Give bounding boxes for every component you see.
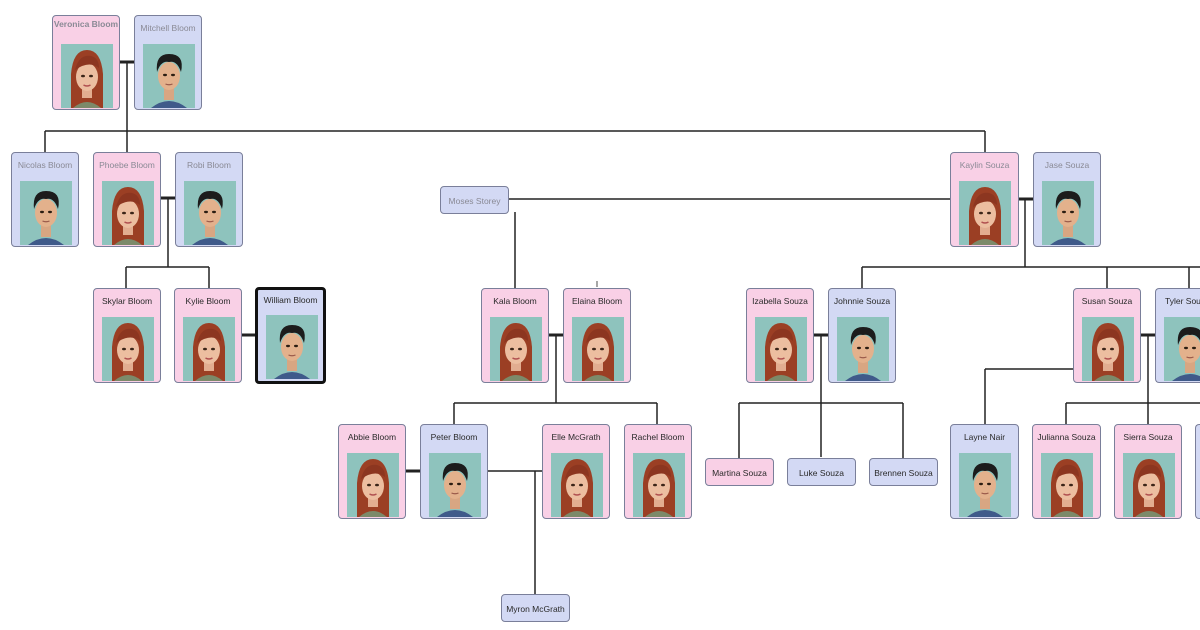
person-card-elaina-bloom[interactable]: Elaina Bloom <box>563 288 631 383</box>
male-avatar-icon <box>429 453 481 517</box>
person-name: Abbie Bloom <box>347 432 397 442</box>
person-card-martina-souza[interactable]: Martina Souza <box>705 458 774 486</box>
person-name: Tyler Sou <box>1165 296 1200 306</box>
person-name: Peter Bloom <box>430 432 478 442</box>
person-card-luke-souza[interactable]: Luke Souza <box>787 458 856 486</box>
person-card-moses-storey[interactable]: Moses Storey <box>440 186 509 214</box>
person-card-peter-bloom[interactable]: Peter Bloom <box>420 424 488 519</box>
male-avatar-icon <box>20 181 72 245</box>
person-name: Kala Bloom <box>493 296 537 306</box>
person-name: Skylar Bloom <box>101 296 153 306</box>
person-card-susan-souza[interactable]: Susan Souza <box>1073 288 1141 383</box>
female-avatar-icon <box>1041 453 1093 517</box>
person-name: Johnnie Souza <box>833 296 891 306</box>
female-avatar-icon <box>61 44 113 108</box>
female-avatar-icon <box>347 453 399 517</box>
female-avatar-icon <box>572 317 624 381</box>
person-card-izabella-souza[interactable]: Izabella Souza <box>746 288 814 383</box>
person-card-offscreen[interactable] <box>1195 424 1200 519</box>
male-avatar-icon <box>837 317 889 381</box>
person-card-phoebe-bloom[interactable]: Phoebe Bloom <box>93 152 161 247</box>
person-name: Veronica Bloom <box>53 19 119 29</box>
person-card-rachel-bloom[interactable]: Rachel Bloom <box>624 424 692 519</box>
female-avatar-icon <box>1123 453 1175 517</box>
person-card-mitchell-bloom[interactable]: Mitchell Bloom <box>134 15 202 110</box>
person-card-veronica-bloom[interactable]: Veronica Bloom <box>52 15 120 110</box>
person-card-robi-bloom[interactable]: Robi Bloom <box>175 152 243 247</box>
female-avatar-icon <box>755 317 807 381</box>
female-avatar-icon <box>183 317 235 381</box>
person-card-julianna-souza[interactable]: Julianna Souza <box>1032 424 1101 519</box>
person-card-kala-bloom[interactable]: Kala Bloom <box>481 288 549 383</box>
person-name: Mitchell Bloom <box>140 23 196 33</box>
person-name: Izabella Souza <box>752 296 808 306</box>
female-avatar-icon <box>551 453 603 517</box>
person-card-tyler-souza[interactable]: Tyler Sou <box>1155 288 1200 383</box>
person-name: Rachel Bloom <box>631 432 685 442</box>
person-name: William Bloom <box>263 295 318 305</box>
female-avatar-icon <box>633 453 685 517</box>
female-avatar-icon <box>102 181 154 245</box>
person-name: Martina Souza <box>712 468 767 478</box>
person-name: Julianna Souza <box>1037 432 1096 442</box>
person-name: Brennen Souza <box>874 468 933 478</box>
person-card-johnnie-souza[interactable]: Johnnie Souza <box>828 288 896 383</box>
female-avatar-icon <box>959 181 1011 245</box>
male-avatar-icon <box>1164 317 1200 381</box>
person-name: Luke Souza <box>799 468 844 478</box>
female-avatar-icon <box>1082 317 1134 381</box>
person-name: Myron McGrath <box>506 604 565 614</box>
person-card-brennen-souza[interactable]: Brennen Souza <box>869 458 938 486</box>
male-avatar-icon <box>266 315 318 379</box>
person-name: Layne Nair <box>963 432 1006 442</box>
person-name: Jase Souza <box>1044 160 1090 170</box>
person-name: Kylie Bloom <box>185 296 231 306</box>
person-name: Sierra Souza <box>1123 432 1173 442</box>
person-name: Elle McGrath <box>551 432 601 442</box>
person-name: Robi Bloom <box>187 160 231 170</box>
person-name: Nicolas Bloom <box>17 160 73 170</box>
person-card-william-bloom[interactable]: William Bloom <box>255 287 326 384</box>
person-name: Elaina Bloom <box>571 296 623 306</box>
person-card-jase-souza[interactable]: Jase Souza <box>1033 152 1101 247</box>
person-card-abbie-bloom[interactable]: Abbie Bloom <box>338 424 406 519</box>
male-avatar-icon <box>959 453 1011 517</box>
female-avatar-icon <box>102 317 154 381</box>
person-name: Susan Souza <box>1081 296 1133 306</box>
male-avatar-icon <box>143 44 195 108</box>
female-avatar-icon <box>490 317 542 381</box>
person-card-nicolas-bloom[interactable]: Nicolas Bloom <box>11 152 79 247</box>
person-name: Phoebe Bloom <box>99 160 155 170</box>
male-avatar-icon <box>184 181 236 245</box>
person-card-kylie-bloom[interactable]: Kylie Bloom <box>174 288 242 383</box>
person-card-sierra-souza[interactable]: Sierra Souza <box>1114 424 1182 519</box>
person-name: Moses Storey <box>448 196 501 206</box>
person-card-kaylin-souza[interactable]: Kaylin Souza <box>950 152 1019 247</box>
person-card-elle-mcgrath[interactable]: Elle McGrath <box>542 424 610 519</box>
person-card-skylar-bloom[interactable]: Skylar Bloom <box>93 288 161 383</box>
male-avatar-icon <box>1042 181 1094 245</box>
person-card-layne-nair[interactable]: Layne Nair <box>950 424 1019 519</box>
person-name: Kaylin Souza <box>959 160 1010 170</box>
person-card-myron-mcgrath[interactable]: Myron McGrath <box>501 594 570 622</box>
